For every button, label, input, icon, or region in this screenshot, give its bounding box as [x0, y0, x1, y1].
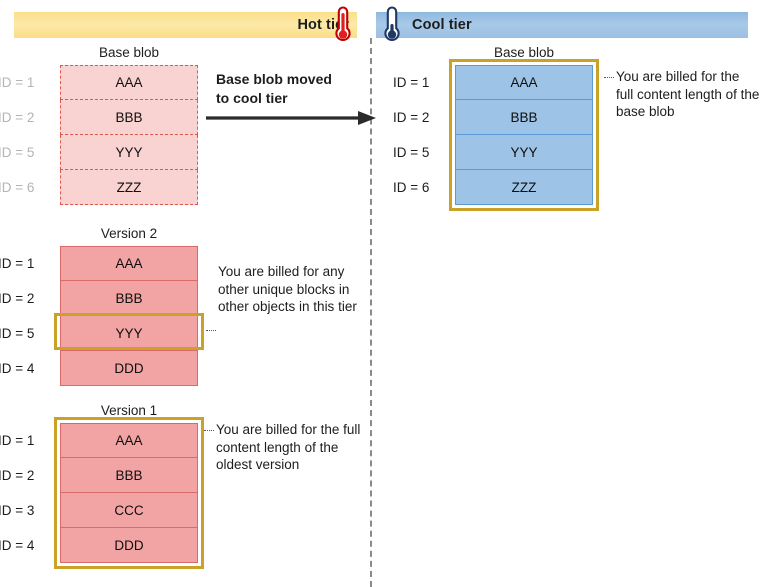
block-cell: AAA	[455, 65, 593, 100]
block-cell: DDD	[60, 351, 198, 386]
thermometer-hot-icon	[335, 6, 351, 42]
block-cell: AAA	[60, 423, 198, 458]
table-row: ID = 6 ZZZ	[0, 170, 198, 205]
row-id-label: ID = 5	[0, 145, 35, 160]
block-cell: YYY	[60, 135, 198, 170]
row-id-label: ID = 4	[0, 361, 35, 376]
version-1-title: Version 1	[100, 403, 158, 418]
cool-tier-label: Cool tier	[412, 17, 472, 33]
version-2-leader	[206, 330, 216, 331]
row-id-label: ID = 4	[0, 538, 35, 553]
block-cell: AAA	[60, 65, 198, 100]
row-id-label: ID = 2	[0, 468, 35, 483]
hot-tier-label: Hot tier	[297, 17, 349, 33]
row-id-label: ID = 5	[0, 326, 35, 341]
table-row: ID = 5 YYY	[0, 135, 198, 170]
table-row: ID = 1 AAA	[393, 65, 593, 100]
cool-base-blob-leader	[604, 77, 614, 78]
row-id-label: ID = 2	[0, 110, 35, 125]
thermometer-cool-icon	[384, 6, 400, 42]
table-row: ID = 2 BBB	[0, 281, 198, 316]
right-arrow-icon	[206, 111, 376, 125]
version-1-annotation: You are billed for the full content leng…	[216, 422, 361, 472]
version-1-blocks: ID = 1 AAA ID = 2 BBB ID = 3 CCC ID = 4 …	[0, 423, 198, 563]
version-2-blocks: ID = 1 AAA ID = 2 BBB ID = 5 YYY ID = 4 …	[0, 246, 198, 386]
table-row: ID = 1 AAA	[0, 246, 198, 281]
tier-divider	[370, 38, 372, 587]
table-row: ID = 1 AAA	[0, 423, 198, 458]
block-cell: CCC	[60, 493, 198, 528]
table-row: ID = 4 DDD	[0, 528, 198, 563]
move-caption: Base blob moved to cool tier	[216, 70, 332, 108]
row-id-label: ID = 1	[393, 75, 430, 90]
table-row: ID = 1 AAA	[0, 65, 198, 100]
table-row: ID = 2 BBB	[393, 100, 593, 135]
row-id-label: ID = 1	[0, 256, 35, 271]
row-id-label: ID = 1	[0, 75, 35, 90]
cool-base-blob-title: Base blob	[493, 45, 555, 60]
table-row: ID = 4 DDD	[0, 351, 198, 386]
hot-base-blob-blocks: ID = 1 AAA ID = 2 BBB ID = 5 YYY ID = 6 …	[0, 65, 198, 205]
move-caption-line2: to cool tier	[216, 90, 288, 106]
table-row: ID = 2 BBB	[0, 458, 198, 493]
move-caption-line1: Base blob moved	[216, 71, 332, 87]
block-cell: BBB	[60, 281, 198, 316]
row-id-label: ID = 6	[0, 180, 35, 195]
version-2-annotation: You are billed for any other unique bloc…	[218, 264, 357, 314]
block-cell: BBB	[60, 458, 198, 493]
block-cell: AAA	[60, 246, 198, 281]
row-id-label: ID = 2	[0, 291, 35, 306]
table-row: ID = 2 BBB	[0, 100, 198, 135]
block-cell: DDD	[60, 528, 198, 563]
table-row: ID = 5 YYY	[0, 316, 198, 351]
version-1-leader	[204, 430, 214, 431]
cool-tier-header: Cool tier	[376, 12, 748, 38]
row-id-label: ID = 3	[0, 503, 35, 518]
row-id-label: ID = 5	[393, 145, 430, 160]
block-cell: BBB	[455, 100, 593, 135]
hot-base-blob-title: Base blob	[98, 45, 160, 60]
cool-base-blob-annotation: You are billed for the full content leng…	[616, 69, 760, 119]
cool-base-blob-blocks: ID = 1 AAA ID = 2 BBB ID = 5 YYY ID = 6 …	[393, 65, 593, 205]
block-cell: ZZZ	[455, 170, 593, 205]
row-id-label: ID = 2	[393, 110, 430, 125]
block-cell: BBB	[60, 100, 198, 135]
block-cell: YYY	[455, 135, 593, 170]
block-cell: ZZZ	[60, 170, 198, 205]
table-row: ID = 6 ZZZ	[393, 170, 593, 205]
table-row: ID = 3 CCC	[0, 493, 198, 528]
table-row: ID = 5 YYY	[393, 135, 593, 170]
hot-tier-header: Hot tier	[14, 12, 357, 38]
version-2-title: Version 2	[100, 226, 158, 241]
row-id-label: ID = 6	[393, 180, 430, 195]
block-cell: YYY	[60, 316, 198, 351]
row-id-label: ID = 1	[0, 433, 35, 448]
